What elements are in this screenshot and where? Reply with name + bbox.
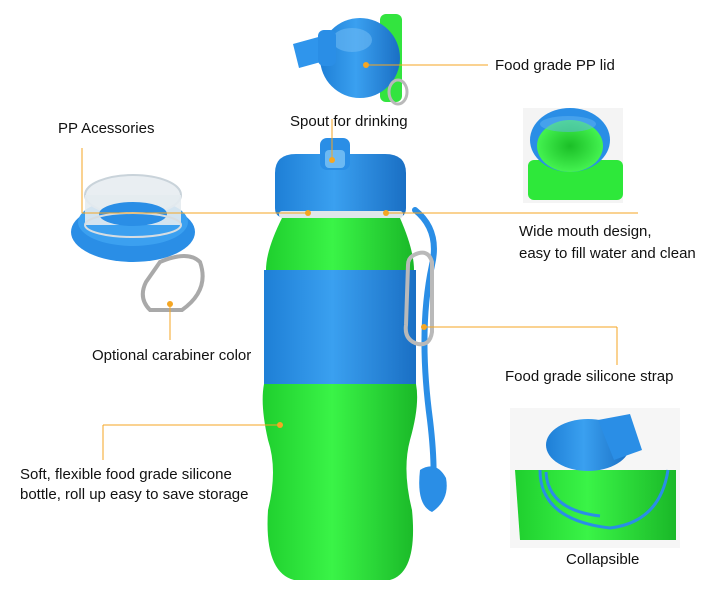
spout-label: Spout for drinking — [290, 113, 408, 130]
lid-closeup-photo — [287, 10, 412, 115]
bottle-photo — [262, 138, 447, 580]
wide-mouth-label-line2: easy to fill water and clean — [519, 245, 696, 262]
collapsible-label: Collapsible — [566, 551, 640, 568]
strap-label: Food grade silicone strap — [505, 368, 674, 385]
lid-label: Food grade PP lid — [495, 57, 615, 74]
carabiner-label: Optional carabiner color — [92, 347, 252, 364]
collapsible-photo — [510, 408, 680, 548]
wide-mouth-label-line1: Wide mouth design, — [519, 223, 652, 240]
silicone-label-line2: bottle, roll up easy to save storage — [20, 486, 249, 503]
accessories-label: PP Acessories — [58, 120, 155, 137]
callout-lines — [81, 62, 638, 460]
wide-mouth-photo — [523, 108, 623, 203]
accessories-photo — [71, 174, 205, 312]
silicone-label-line1: Soft, flexible food grade silicone — [20, 466, 232, 483]
